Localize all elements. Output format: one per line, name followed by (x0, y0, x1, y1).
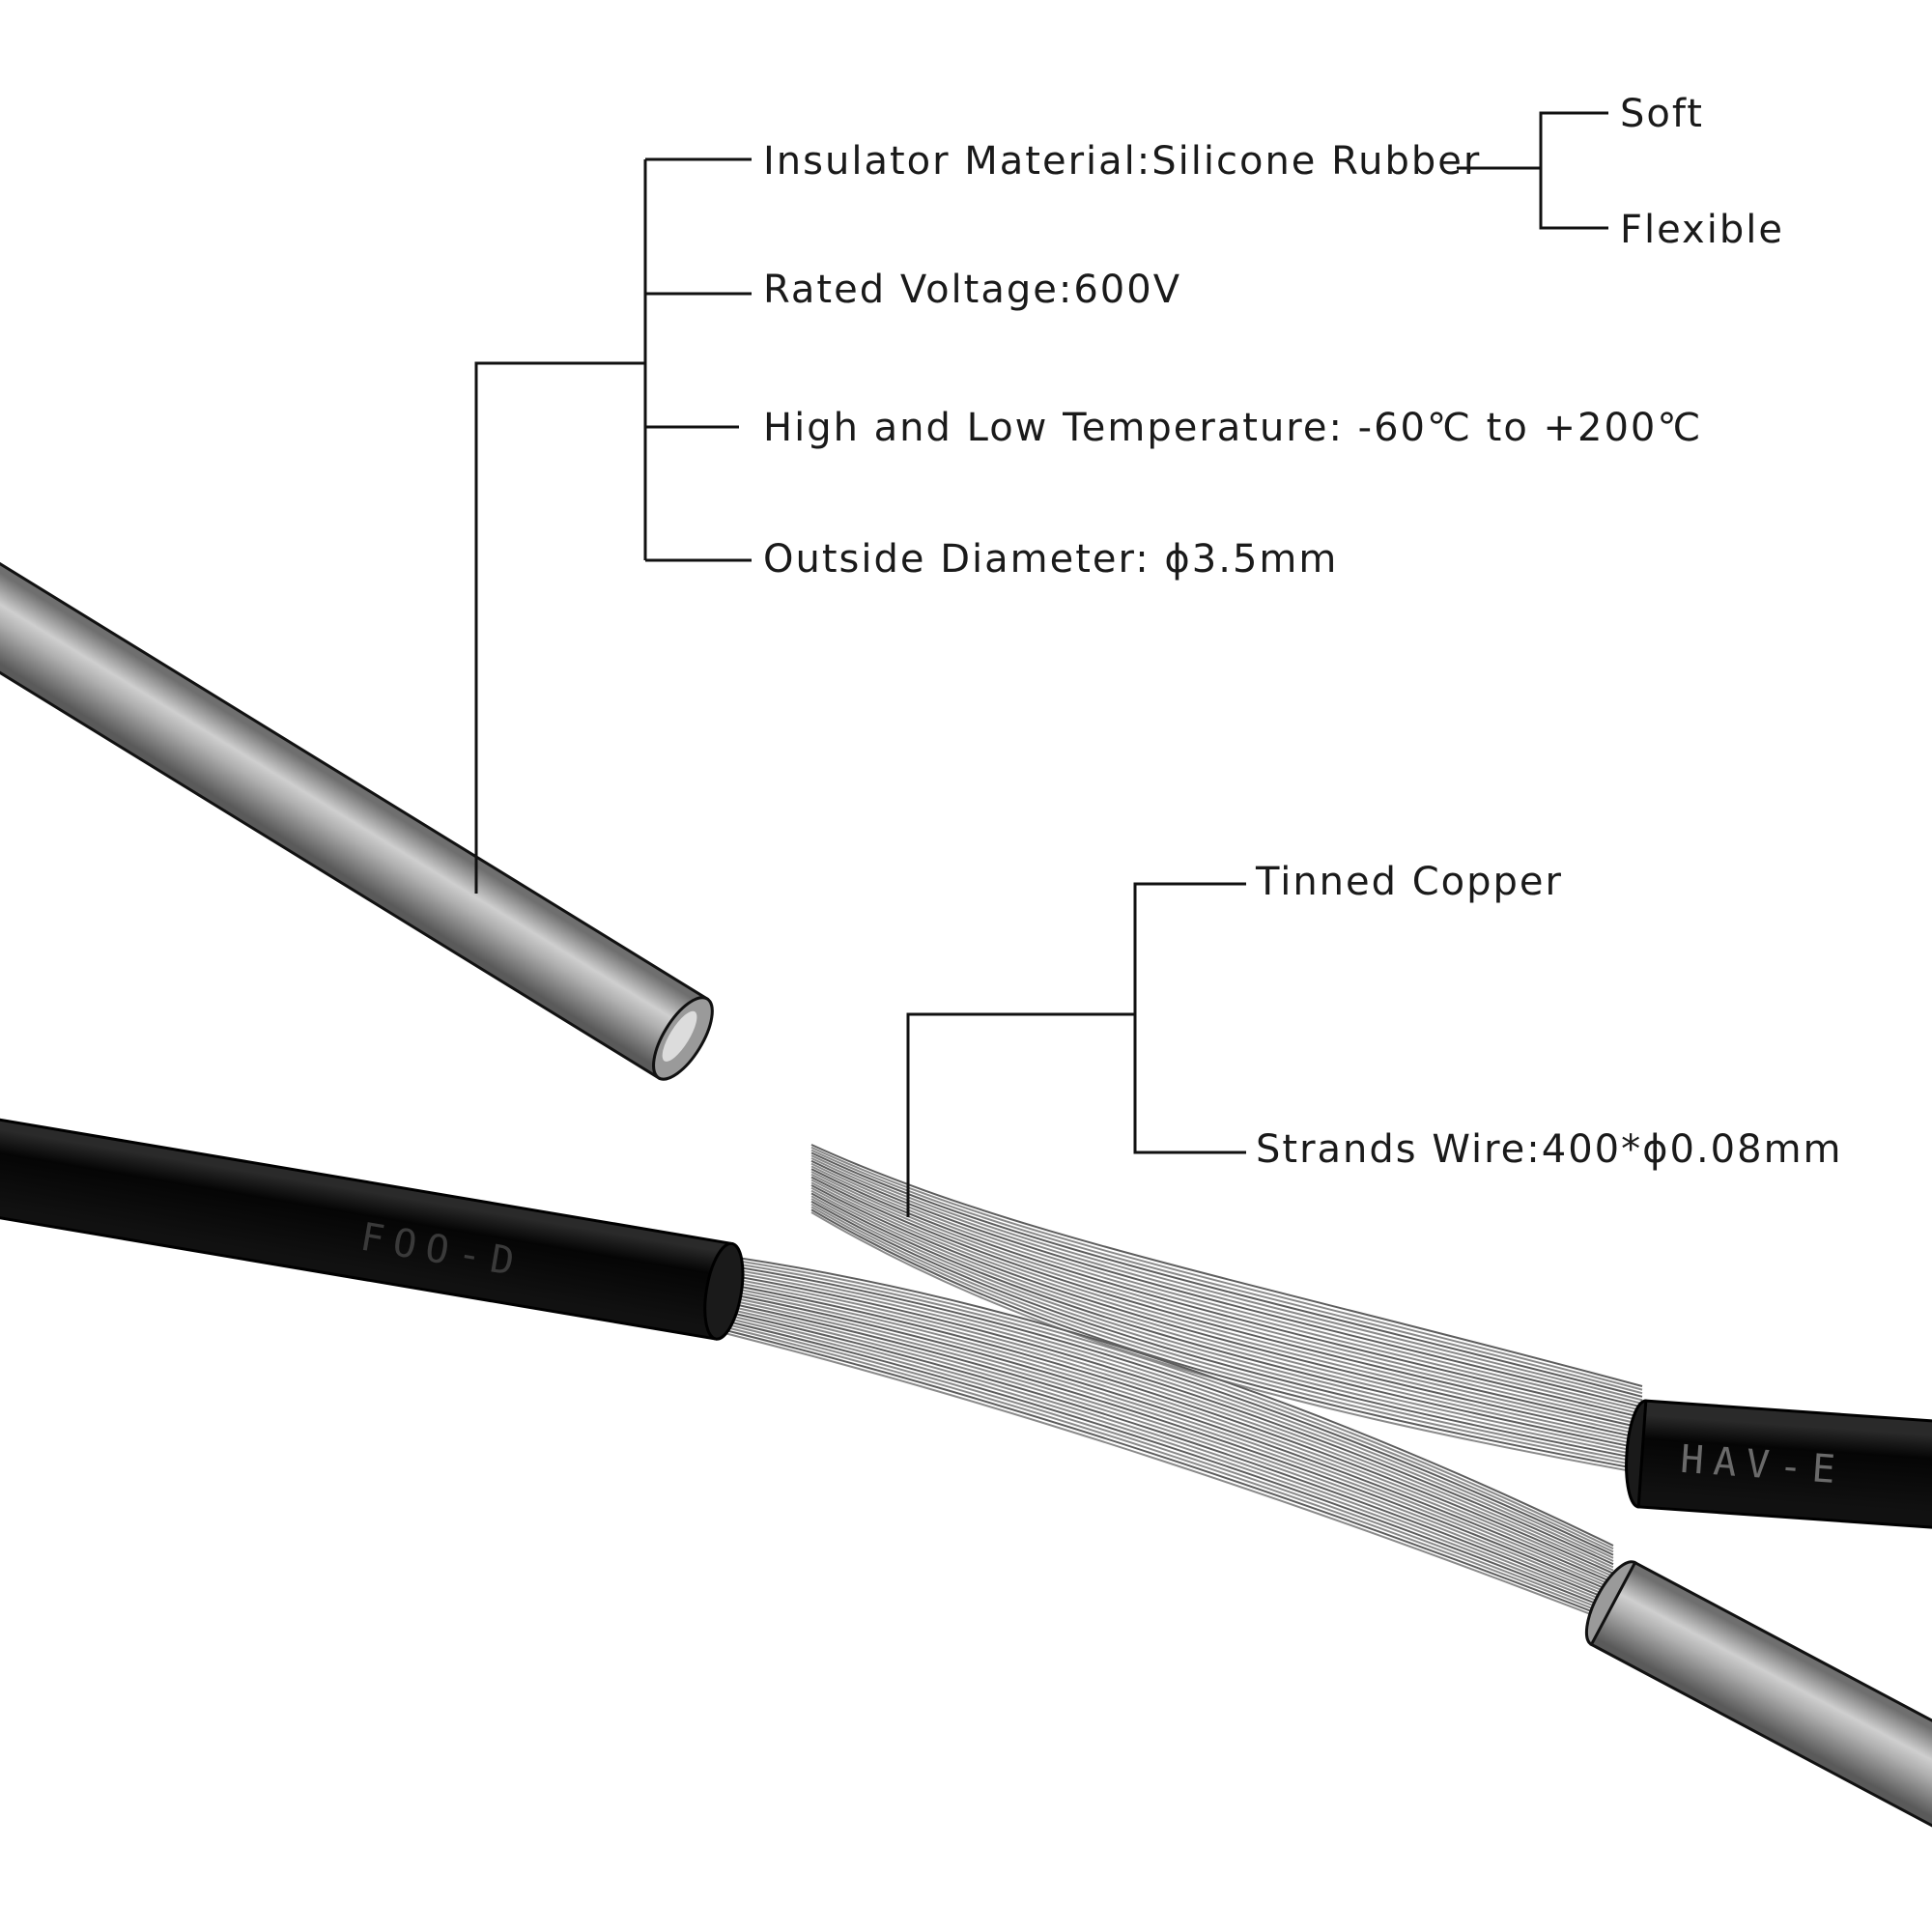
strand-wire (724, 1266, 1614, 1559)
strand-wire (724, 1317, 1614, 1608)
strand-wire (724, 1320, 1614, 1612)
strand-wire (724, 1292, 1614, 1584)
strand-wire (724, 1304, 1614, 1597)
insulation-leader-lines (474, 157, 752, 894)
strand-wire (810, 1159, 1643, 1408)
strand-wire (724, 1273, 1614, 1566)
strand-wire (724, 1270, 1614, 1562)
strand-wire (810, 1162, 1643, 1412)
temperature-range-label: High and Low Temperature: -60℃ to +200℃ (763, 406, 1702, 450)
strand-wire (810, 1206, 1643, 1467)
conductor-leader-lines (906, 882, 1246, 1217)
strand-wire (810, 1198, 1643, 1457)
strand-wire (810, 1144, 1643, 1387)
strand-wire (810, 1211, 1643, 1474)
soft-label: Soft (1620, 92, 1704, 136)
strand-wire (724, 1313, 1614, 1605)
strand-wire (724, 1301, 1614, 1593)
strand-wire (724, 1310, 1614, 1603)
strand-wire (724, 1286, 1614, 1577)
strand-wire (724, 1276, 1614, 1569)
strand-wire (724, 1325, 1614, 1618)
strand-wire (810, 1192, 1643, 1450)
strand-wire (724, 1279, 1614, 1572)
strand-wire (810, 1171, 1643, 1422)
strand-wire (810, 1186, 1643, 1443)
rated-voltage-label: Rated Voltage:600V (763, 268, 1181, 312)
strand-wire (724, 1289, 1614, 1581)
grey-cable-upper (0, 475, 714, 1081)
strand-wire (810, 1154, 1643, 1402)
strand-wire (810, 1173, 1643, 1426)
strand-wire (724, 1332, 1614, 1624)
strand-wire (724, 1261, 1614, 1553)
strands-wire-label: Strands Wire:400*ϕ0.08mm (1256, 1127, 1843, 1172)
strand-wire (810, 1146, 1643, 1391)
strand-wire (810, 1176, 1643, 1430)
outside-diameter-label: Outside Diameter: ϕ3.5mm (763, 537, 1338, 582)
grey-cable-lower (1584, 1560, 1932, 1874)
strand-wire (810, 1189, 1643, 1447)
black-cable-right: HAV-E (1625, 1399, 1932, 1537)
strand-wire (810, 1151, 1643, 1398)
flexible-label: Flexible (1620, 208, 1784, 252)
strand-wire (724, 1282, 1614, 1575)
strand-bundle-top (810, 1144, 1643, 1474)
strand-wire (724, 1297, 1614, 1590)
strand-wire (810, 1208, 1643, 1471)
strand-wire (810, 1168, 1643, 1419)
strand-wire (724, 1294, 1614, 1587)
strand-wire (724, 1307, 1614, 1600)
strand-wire (810, 1181, 1643, 1436)
strand-wire (810, 1157, 1643, 1405)
strand-wire (810, 1149, 1643, 1395)
strand-wire (724, 1322, 1614, 1615)
strand-wire (810, 1200, 1643, 1461)
tinned-copper-label: Tinned Copper (1255, 860, 1563, 904)
strand-wire (810, 1165, 1643, 1415)
insulator-material-label: Insulator Material:Silicone Rubber (763, 139, 1481, 184)
strand-wire (810, 1195, 1643, 1454)
strand-wire (724, 1264, 1614, 1556)
strand-wire (724, 1258, 1614, 1550)
property-leader-lines (1457, 111, 1608, 230)
black-cable-left: FOO-D (0, 1087, 745, 1341)
strand-wire (810, 1179, 1643, 1433)
strand-bundle-bottom (724, 1255, 1614, 1624)
strand-wire (810, 1203, 1643, 1464)
strand-wire (724, 1328, 1614, 1621)
strand-wire (724, 1255, 1614, 1547)
strand-wire (810, 1184, 1643, 1439)
